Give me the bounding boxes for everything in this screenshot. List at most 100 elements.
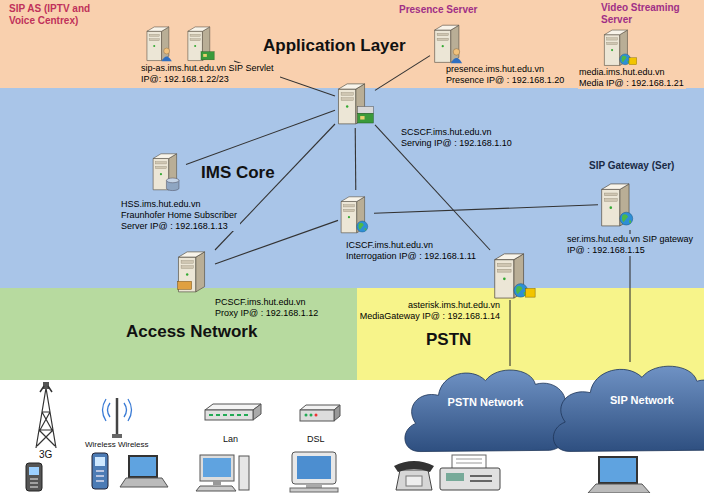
laptop (128, 455, 158, 478)
server-node: HSS.ims.hut.edu.vn Fraunhofer Home Subsc… (150, 146, 186, 196)
lan-switch (205, 404, 261, 410)
server-front (602, 189, 620, 226)
power-led (186, 273, 188, 275)
server-emblem (201, 52, 214, 60)
server-address: sip-as.ims.hut.edu.vn SIP Servlet IP@: 1… (140, 63, 280, 85)
dsl-modem (305, 414, 308, 417)
wireless-antenna (112, 434, 122, 438)
server-front (604, 35, 619, 66)
server-side (451, 25, 459, 62)
power-led (611, 49, 613, 51)
crt-monitor (290, 452, 338, 492)
server-title: Presence Server (398, 4, 478, 16)
server-address: asterisk.ims.hut.edu.vn MediaGateway IP@… (358, 300, 501, 322)
server-tower (338, 84, 364, 124)
wireless-phone (92, 453, 108, 489)
server-top (178, 252, 204, 257)
drive-slot (604, 199, 617, 202)
fax-machine (456, 459, 482, 463)
power-led (348, 216, 350, 218)
film-strip (629, 58, 637, 65)
dsl-modem (300, 405, 340, 421)
layer-title: PSTN (425, 330, 472, 350)
drive-slot (437, 33, 448, 35)
card-icon (201, 52, 214, 60)
drive-slot (149, 39, 159, 41)
power-led (153, 45, 155, 47)
crt-monitor (290, 488, 338, 492)
server-node: ICSCF.ims.hut.edu.vn Interrogation IP@ :… (338, 190, 374, 238)
device-label: Lan (222, 434, 239, 445)
server-tower (178, 252, 204, 292)
lan-switch (253, 404, 261, 420)
server-side (356, 84, 365, 124)
server-top (153, 154, 176, 159)
laptop (130, 457, 156, 476)
server-emblem (514, 284, 535, 297)
globe-land (622, 214, 631, 223)
lan-switch (209, 414, 248, 416)
cloud-label: PSTN Network (400, 396, 571, 409)
server-tower (435, 25, 459, 62)
server-emblem (178, 281, 192, 289)
power-led (442, 45, 444, 47)
power-led (346, 105, 348, 107)
server-address: ICSCF.ims.hut.edu.vn Interrogation IP@ :… (345, 240, 480, 262)
fax-machine (470, 476, 492, 481)
server-top (602, 184, 629, 189)
server-front (178, 257, 195, 292)
drive-slot (181, 266, 193, 269)
mobile-phone (26, 463, 42, 491)
wireless-phone (92, 453, 108, 489)
server-emblem (357, 221, 368, 232)
server-address: SCSCF.ims.hut.edu.vn Serving IP@ : 192.1… (400, 127, 516, 149)
laptop (120, 455, 168, 487)
server-top (338, 84, 364, 89)
server-title: SIP Gateway (Ser) (588, 160, 675, 172)
drive-slot (607, 38, 618, 40)
network-link (509, 300, 510, 366)
server-address: media.ims.hut.edu.vn Media IP@ : 192.168… (578, 67, 686, 89)
server-address: PCSCF.ims.hut.edu.vn Proxy IP@ : 192.168… (214, 297, 324, 319)
server-title: SIP AS (IPTV and Voice Centrex) (8, 3, 116, 27)
database-top (166, 178, 179, 183)
dsl-modem (334, 405, 340, 421)
server-top (188, 27, 210, 31)
layer-band: Application LayerSIP AS (IPTV and Voice … (0, 0, 704, 88)
network-link (355, 128, 357, 190)
dsl-modem (315, 414, 318, 417)
device-label: DSL (306, 434, 326, 445)
server-icon (598, 178, 640, 230)
server-icon (430, 22, 470, 64)
network-card (178, 281, 192, 289)
person-body (451, 58, 462, 63)
fax-machine (440, 455, 500, 490)
cell-tower (36, 388, 56, 448)
person-body (162, 57, 172, 62)
band-fill (0, 0, 704, 88)
drive-slot (181, 261, 193, 264)
laptop (588, 456, 650, 493)
server-top (147, 27, 169, 31)
drive-slot (498, 263, 511, 266)
drive-slot (607, 42, 618, 44)
drive-slot (190, 39, 200, 41)
server-node: SIP Gateway (Ser)ser.ims.hut.edu.vn SIP … (598, 178, 640, 230)
power-led (194, 45, 196, 47)
server-emblem (620, 212, 633, 225)
server-emblem (620, 54, 637, 65)
server-icon (598, 27, 640, 67)
server-icon (130, 24, 234, 62)
server-front (495, 260, 514, 298)
server-top (341, 197, 364, 202)
cell-tower (43, 382, 49, 389)
telephone (394, 461, 434, 490)
server-node: PCSCF.ims.hut.edu.vn Proxy IP@ : 192.168… (175, 246, 215, 296)
cloud-shape (400, 366, 571, 454)
card-chip (360, 116, 364, 119)
laptop (598, 456, 638, 484)
person-head (164, 48, 170, 54)
film-strip (526, 288, 536, 297)
band-fill (0, 0, 704, 380)
dsl-modem (310, 414, 313, 417)
